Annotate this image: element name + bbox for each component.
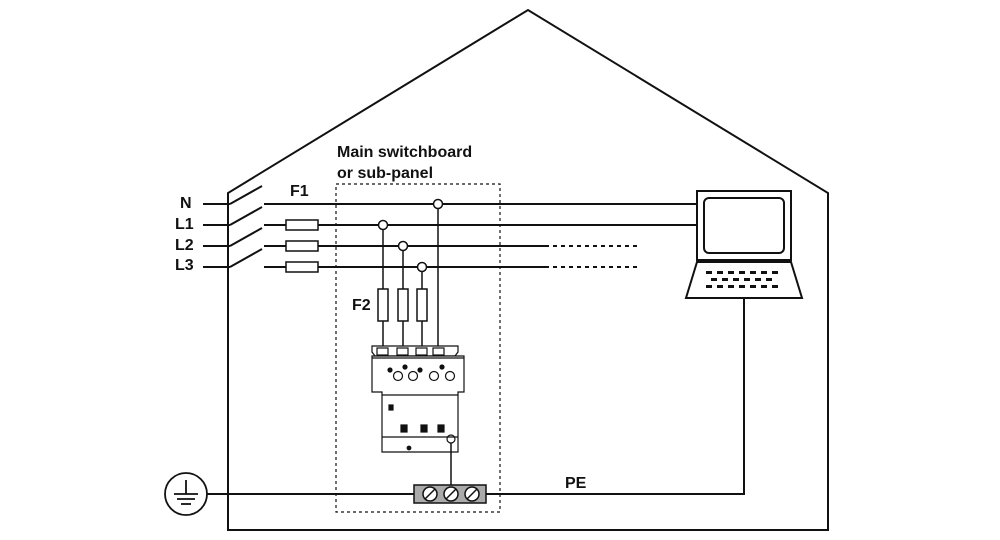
earth-ground-symbol-icon — [164, 472, 208, 516]
computer-terminal-icon — [684, 190, 804, 299]
main-switch — [203, 185, 263, 268]
fuses-f2 — [377, 288, 428, 322]
junction-l2 — [397, 240, 409, 252]
fuse-f1-l1 — [285, 219, 319, 231]
label-f1: F1 — [290, 183, 309, 200]
surge-protective-device-icon — [371, 345, 465, 453]
pe-conductor — [486, 298, 745, 495]
house-outline — [227, 8, 829, 531]
terminal-block-icon — [413, 484, 487, 504]
panel-title-line2: or sub-panel — [337, 165, 433, 182]
fuse-f1-l2 — [285, 240, 319, 252]
label-pe: PE — [565, 475, 587, 492]
label-f2: F2 — [352, 297, 371, 314]
junction-l1 — [377, 219, 389, 231]
fuse-f1-l3 — [285, 261, 319, 273]
label-l3: L3 — [175, 257, 194, 274]
spd-taps — [382, 208, 439, 348]
junction-n — [432, 198, 444, 210]
panel-title-line1: Main switchboard — [337, 144, 472, 161]
label-n: N — [180, 195, 192, 212]
label-l1: L1 — [175, 216, 194, 233]
junction-l3 — [416, 261, 428, 273]
label-l2: L2 — [175, 237, 194, 254]
